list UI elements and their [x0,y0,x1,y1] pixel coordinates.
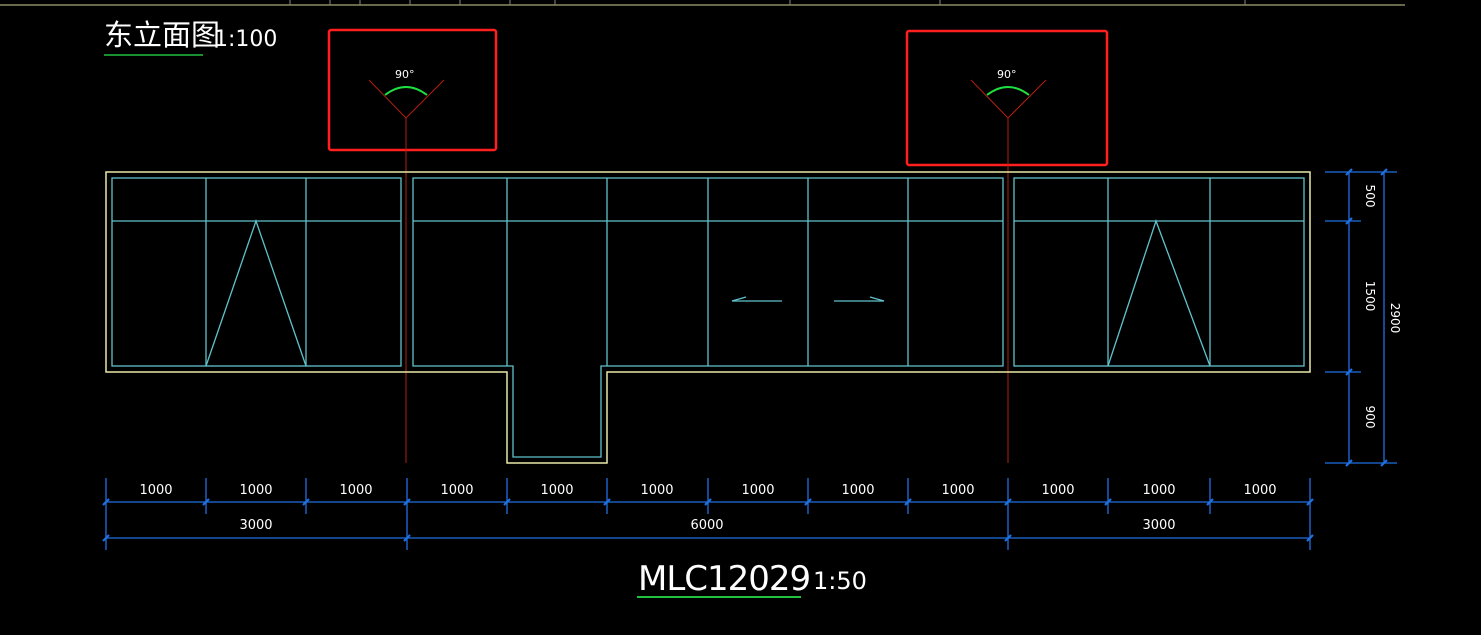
detail-title: MLC12029 [638,559,810,599]
dim-label-8: 1000 [841,483,874,498]
angle-arc-right [986,86,1030,96]
sliding-arrow-right [834,296,885,302]
casement-opening-symbol-right [1107,219,1211,367]
dim-height-500: 500 [1363,185,1377,208]
bottom-dimension-ticks [102,498,1314,542]
window-unit-middle [412,177,1004,458]
dim-height-900: 900 [1363,406,1377,429]
angle-highlight-box-left [327,28,498,152]
dim-total-middle: 6000 [690,518,723,533]
dim-label-10: 1000 [1041,483,1074,498]
dim-total-right: 3000 [1142,518,1175,533]
angle-marker-right: 90° [970,68,1047,463]
window-unit-right [1013,177,1305,367]
window-unit-left [111,177,402,367]
angle-label-right: 90° [997,68,1017,81]
dim-total-left: 3000 [239,518,272,533]
detail-scale: 1:50 [813,567,867,595]
dim-label-2: 1000 [239,483,272,498]
dim-label-1: 1000 [139,483,172,498]
dim-height-1500: 1500 [1363,281,1377,312]
dim-label-9: 1000 [941,483,974,498]
sliding-arrow-left [731,296,782,302]
view-scale: 1:100 [214,27,277,52]
angle-marker-left: 90° [368,68,445,463]
dim-label-11: 1000 [1142,483,1175,498]
angle-arc-left [384,86,428,96]
dim-label-3: 1000 [339,483,372,498]
casement-opening-symbol-left [205,219,307,367]
dim-label-12: 1000 [1243,483,1276,498]
angle-ray-right-a [970,79,1009,119]
right-dimension-labels: 500 1500 900 2900 [1363,185,1402,429]
angle-ray-left-a [368,79,407,119]
top-ruler [0,0,1405,6]
dim-label-4: 1000 [440,483,473,498]
dim-height-total: 2900 [1388,303,1402,334]
angle-ray-right-b [1007,79,1047,119]
angle-label-left: 90° [395,68,415,81]
dim-label-7: 1000 [741,483,774,498]
right-dimension-lines [1325,171,1397,464]
right-dimension-ticks [1345,168,1388,467]
view-title: 东立面图 [104,18,220,52]
dim-label-6: 1000 [640,483,673,498]
angle-highlight-box-right [905,29,1109,167]
angle-ray-left-b [405,79,445,119]
dim-label-5: 1000 [540,483,573,498]
window-outer-frame [105,171,1311,464]
bottom-dimension-lines [105,478,1311,550]
bottom-dimension-labels: 1000 1000 1000 1000 1000 1000 1000 1000 … [139,483,1276,533]
